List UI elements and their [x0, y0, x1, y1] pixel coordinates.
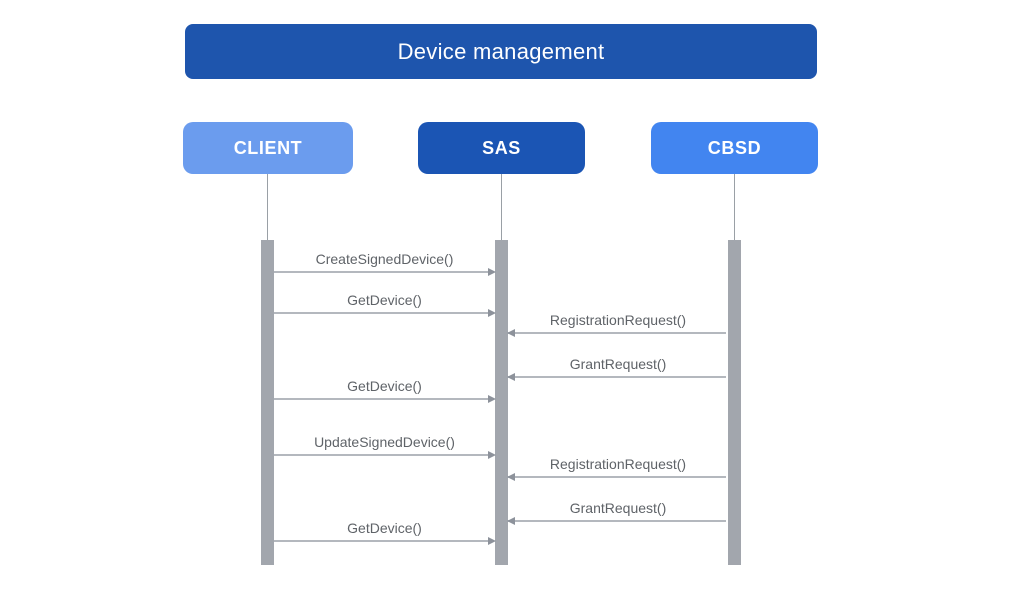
lifeline-client — [267, 174, 268, 240]
arrow-line — [508, 332, 726, 334]
activation-bar-cbsd — [728, 240, 741, 565]
activation-bar-sas — [495, 240, 508, 565]
arrowhead-left-icon — [507, 516, 515, 525]
arrowhead-left-icon — [507, 472, 515, 481]
arrow-line — [274, 454, 493, 456]
message-label: GrantRequest() — [569, 500, 667, 516]
message-label: UpdateSignedDevice() — [314, 434, 455, 450]
diagram-title: Device management — [185, 24, 817, 79]
arrow-line — [274, 398, 493, 400]
arrowhead-right-icon — [488, 450, 496, 459]
message-label: GetDevice() — [347, 378, 422, 394]
arrowhead-left-icon — [507, 328, 515, 337]
message-label: GetDevice() — [347, 292, 422, 308]
lifeline-sas — [501, 174, 502, 240]
actor-sas-label: SAS — [482, 137, 521, 158]
message-label: GetDevice() — [347, 520, 422, 536]
arrow-line — [508, 476, 726, 478]
arrow-line — [274, 271, 493, 273]
actor-cbsd: CBSD — [651, 122, 818, 174]
message-label: RegistrationRequest() — [549, 312, 687, 328]
actor-cbsd-label: CBSD — [707, 137, 762, 158]
message-label: CreateSignedDevice() — [315, 251, 454, 267]
activation-bar-client — [261, 240, 274, 565]
arrow-line — [508, 376, 726, 378]
actor-client-label: CLIENT — [233, 137, 303, 158]
arrowhead-right-icon — [488, 267, 496, 276]
arrowhead-right-icon — [488, 308, 496, 317]
arrowhead-right-icon — [488, 536, 496, 545]
lifeline-cbsd — [734, 174, 735, 240]
arrowhead-left-icon — [507, 372, 515, 381]
arrow-line — [274, 540, 493, 542]
arrow-line — [508, 520, 726, 522]
message-label: RegistrationRequest() — [549, 456, 687, 472]
actor-sas: SAS — [418, 122, 585, 174]
arrowhead-right-icon — [488, 394, 496, 403]
message-label: GrantRequest() — [569, 356, 667, 372]
arrow-line — [274, 312, 493, 314]
actor-client: CLIENT — [183, 122, 353, 174]
